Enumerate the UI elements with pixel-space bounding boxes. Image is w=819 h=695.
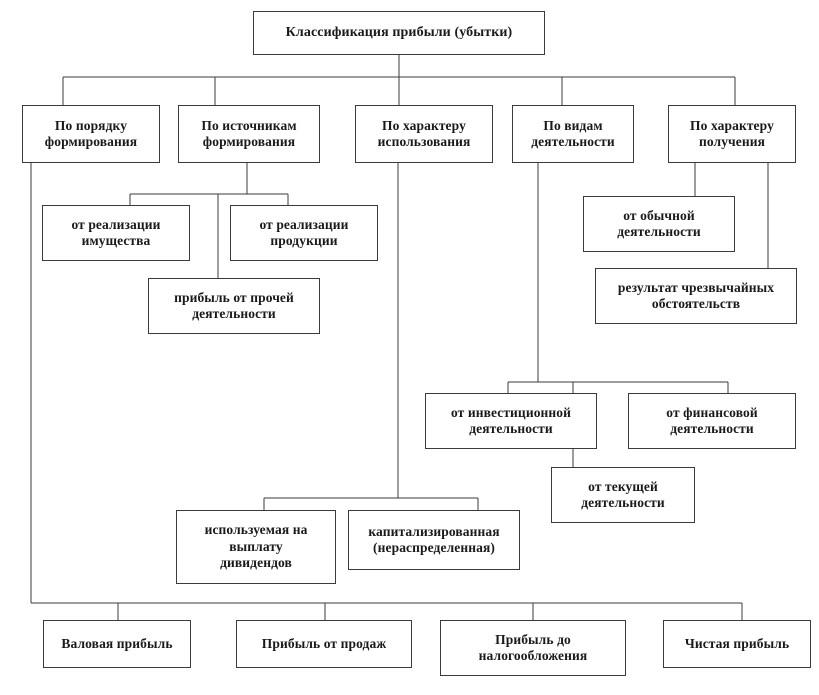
- node-used-for-dividends[interactable]: используемая на выплату дивидендов: [176, 510, 336, 584]
- node-net-profit-label: Чистая прибыль: [684, 635, 790, 651]
- node-root-label: Классификация прибыли (убытки): [285, 25, 513, 41]
- node-capitalized-retained-label: капитализированная (нераспределенная): [368, 523, 500, 555]
- node-from-other-activity-label: прибыль от прочей деятельности: [174, 289, 294, 321]
- node-types-of-activity[interactable]: По видам деятельности: [512, 105, 634, 163]
- node-from-property-sale[interactable]: от реализации имущества: [42, 205, 190, 261]
- node-order-of-formation-label: По порядку формирования: [44, 117, 138, 149]
- node-sources-of-formation[interactable]: По источникам формирования: [178, 105, 320, 163]
- node-from-other-activity[interactable]: прибыль от прочей деятельности: [148, 278, 320, 334]
- node-nature-of-use[interactable]: По характеру использования: [355, 105, 493, 163]
- node-sources-of-formation-label: По источникам формирования: [201, 117, 297, 149]
- node-sales-profit-label: Прибыль от продаж: [261, 635, 387, 651]
- node-from-operating-activity-label: от текущей деятельности: [581, 478, 665, 510]
- node-order-of-formation[interactable]: По порядку формирования: [22, 105, 160, 163]
- node-nature-of-receipt[interactable]: По характеру получения: [668, 105, 796, 163]
- node-from-product-sale-label: от реализации продукции: [259, 216, 349, 248]
- node-gross-profit[interactable]: Валовая прибыль: [43, 620, 191, 668]
- node-from-ordinary-activity-label: от обычной деятельности: [617, 207, 701, 239]
- node-from-product-sale[interactable]: от реализации продукции: [230, 205, 378, 261]
- node-from-ordinary-activity[interactable]: от обычной деятельности: [583, 196, 735, 252]
- node-from-investing-activity[interactable]: от инвестиционной деятельности: [425, 393, 597, 449]
- node-capitalized-retained[interactable]: капитализированная (нераспределенная): [348, 510, 520, 570]
- node-from-financing-activity[interactable]: от финансовой деятельности: [628, 393, 796, 449]
- node-extraordinary-result-label: результат чрезвычайных обстоятельств: [617, 279, 775, 311]
- node-sales-profit[interactable]: Прибыль от продаж: [236, 620, 412, 668]
- node-from-investing-activity-label: от инвестиционной деятельности: [450, 404, 572, 436]
- node-gross-profit-label: Валовая прибыль: [61, 635, 173, 651]
- node-from-financing-activity-label: от финансовой деятельности: [666, 404, 758, 436]
- node-nature-of-receipt-label: По характеру получения: [690, 117, 774, 149]
- node-pre-tax-profit[interactable]: Прибыль до налогообложения: [440, 620, 626, 676]
- node-from-property-sale-label: от реализации имущества: [71, 216, 161, 248]
- node-from-operating-activity[interactable]: от текущей деятельности: [551, 467, 695, 523]
- node-net-profit[interactable]: Чистая прибыль: [663, 620, 811, 668]
- node-used-for-dividends-label: используемая на выплату дивидендов: [204, 522, 308, 571]
- node-pre-tax-profit-label: Прибыль до налогообложения: [478, 631, 588, 663]
- node-nature-of-use-label: По характеру использования: [377, 117, 471, 149]
- node-root[interactable]: Классификация прибыли (убытки): [253, 11, 545, 55]
- node-types-of-activity-label: По видам деятельности: [531, 117, 615, 149]
- node-extraordinary-result[interactable]: результат чрезвычайных обстоятельств: [595, 268, 797, 324]
